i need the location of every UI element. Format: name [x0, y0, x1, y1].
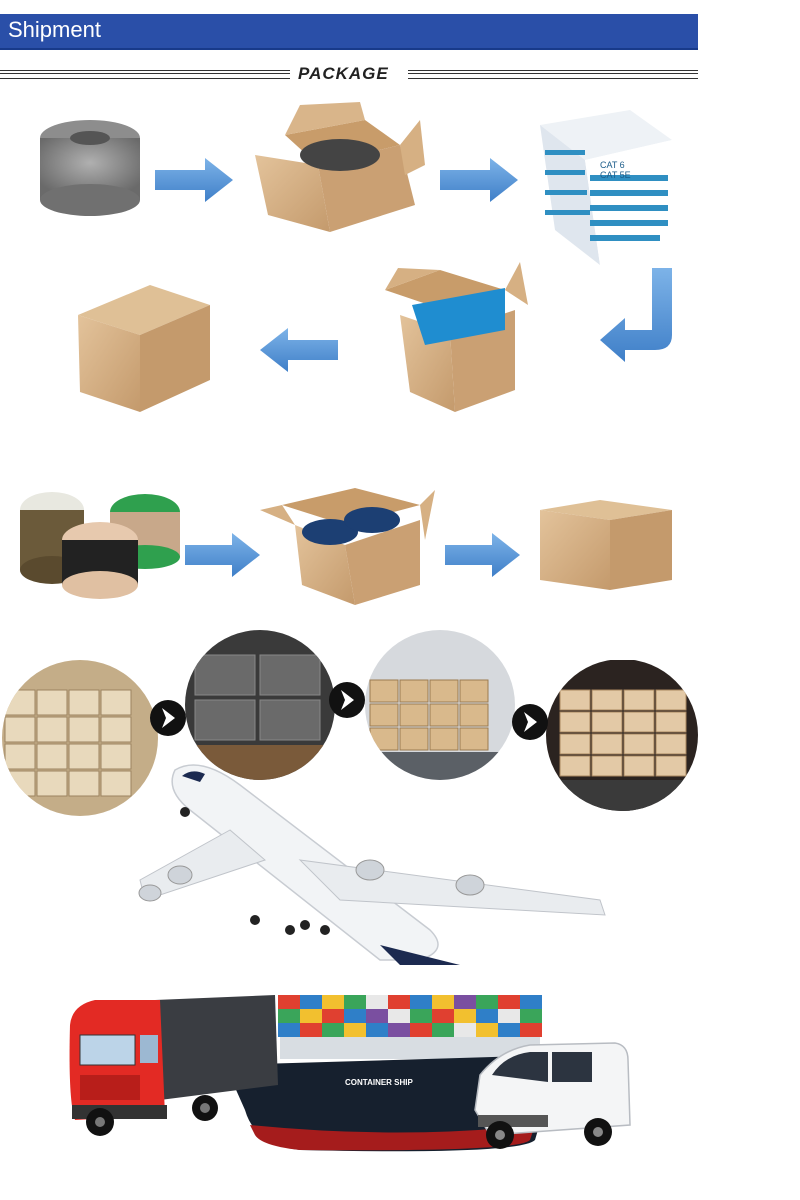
arrow-right-icon [155, 158, 233, 202]
airplane-icon [138, 764, 606, 965]
header-title: Shipment [8, 17, 101, 42]
arrow-right-icon [185, 533, 260, 577]
closed-box-icon [78, 285, 210, 412]
arrow-left-icon [260, 328, 338, 372]
section-title: PACKAGE [298, 64, 389, 83]
container-truck-photo [546, 660, 698, 811]
arrow-bend-icon [600, 268, 672, 362]
ship-label: CONTAINER SHIP [345, 1078, 414, 1087]
truck-icon [69, 995, 278, 1136]
shipment-header: Shipment [0, 14, 698, 50]
box-with-reels-icon [260, 488, 435, 605]
warehouse-photo-3 [365, 630, 515, 780]
divider-left [0, 70, 290, 79]
cat-box-line1: CAT 6 [600, 160, 625, 170]
cable-box-icon: CAT 6 CAT 5E [540, 110, 672, 265]
cable-reels-icon [20, 492, 180, 599]
cat-box-line2: CAT 5E [600, 170, 631, 180]
cardboard-box-icon [255, 102, 425, 232]
arrow-right-icon [440, 158, 518, 202]
divider-right [408, 70, 698, 79]
next-step-icon [150, 682, 548, 740]
arrow-right-icon [445, 533, 520, 577]
open-box-blue-icon [385, 262, 528, 412]
van-icon [474, 1042, 631, 1149]
warehouse-photo-2 [185, 630, 335, 780]
warehouse-photo-1 [2, 660, 158, 816]
closed-box-icon [540, 500, 672, 590]
container-ship-icon: CONTAINER SHIP [225, 995, 560, 1152]
cable-coil-icon [40, 120, 140, 216]
